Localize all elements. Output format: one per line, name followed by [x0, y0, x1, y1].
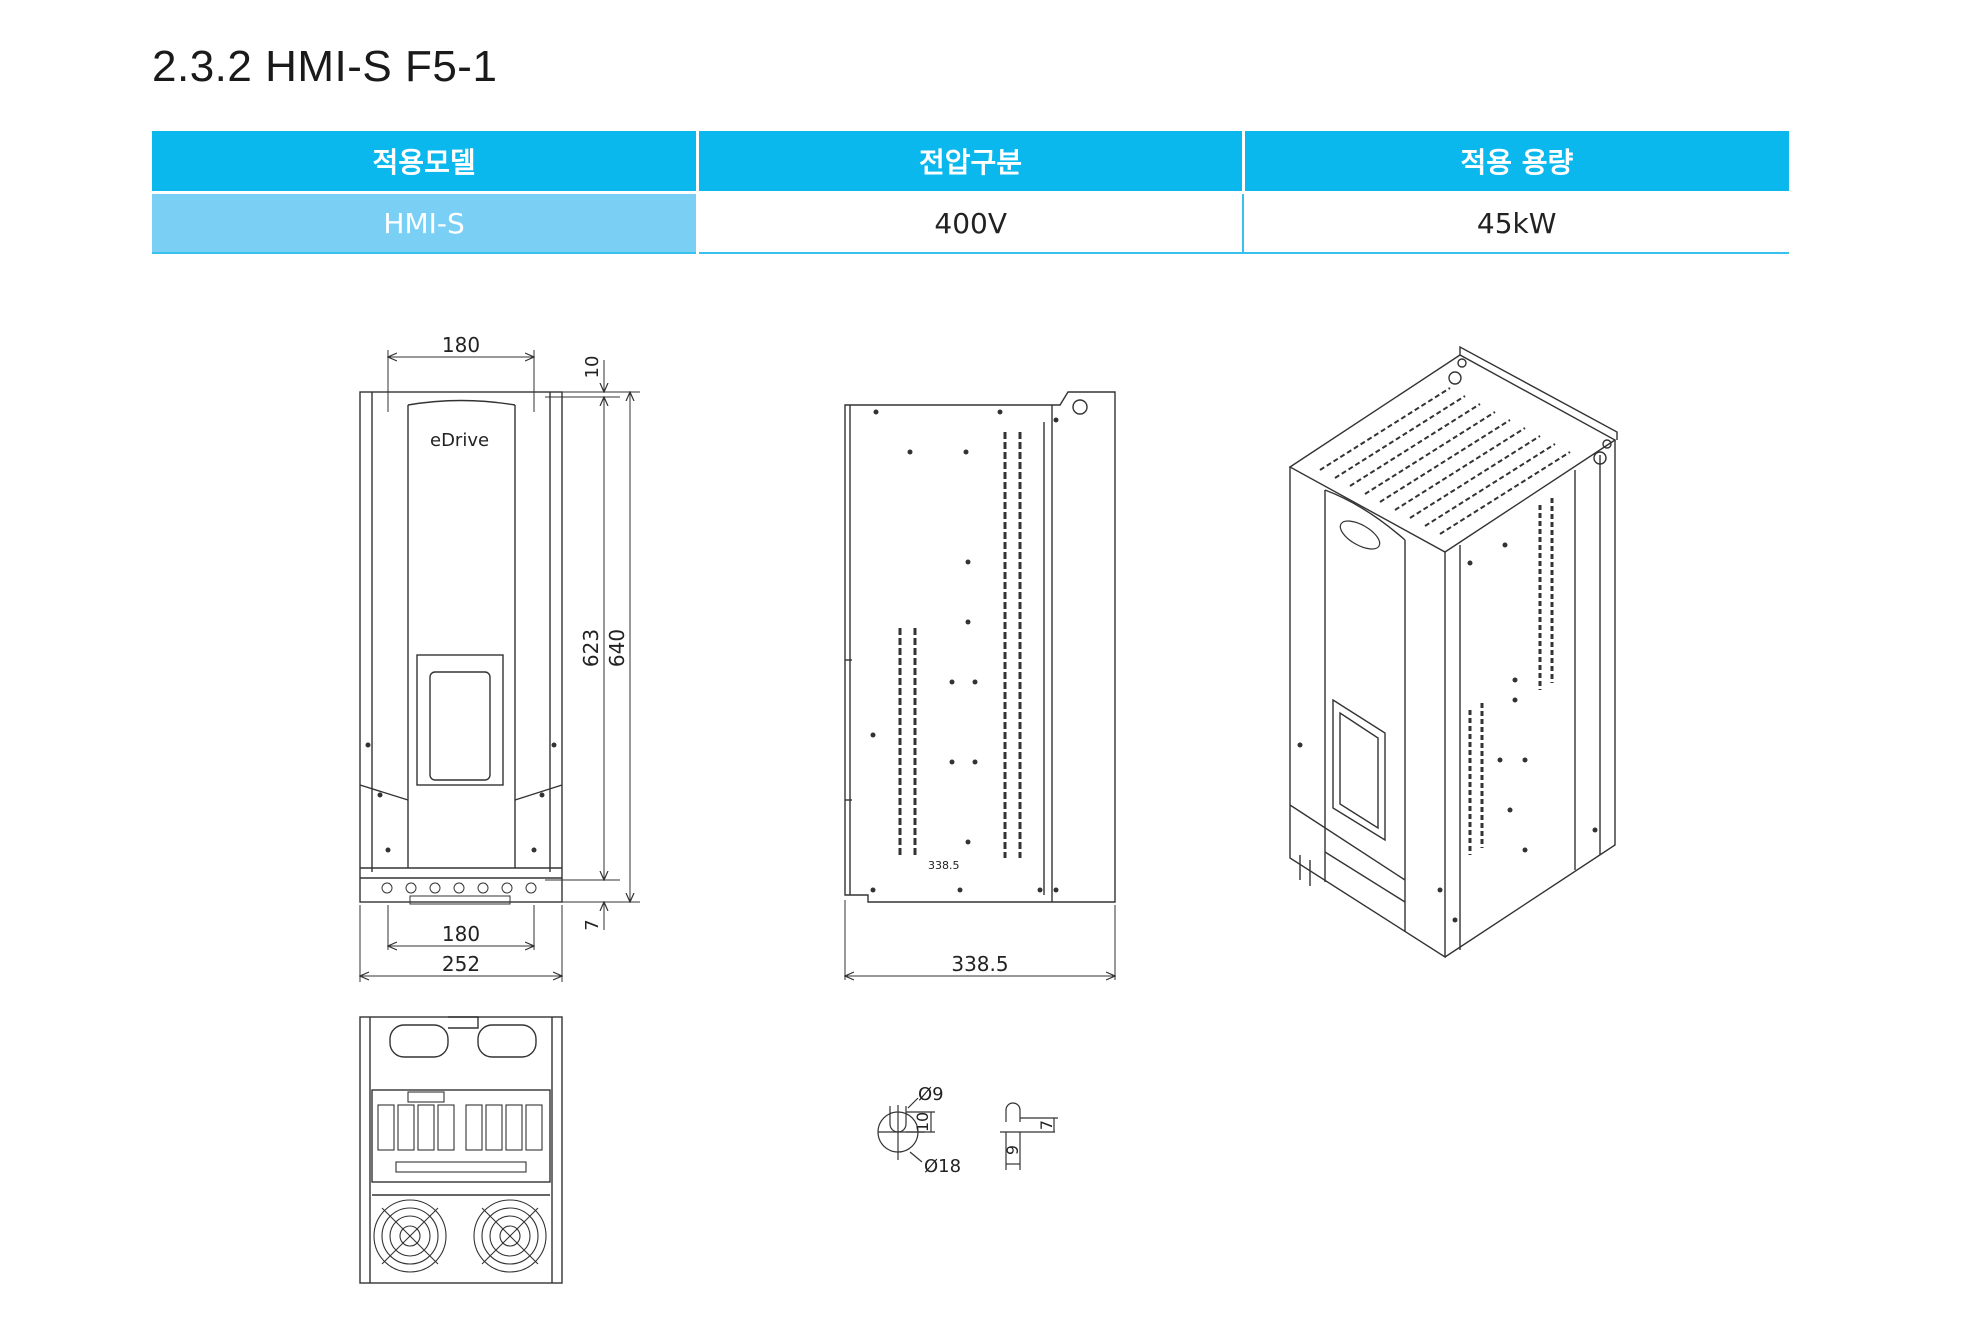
- hole-slot-width: Ø9: [918, 1084, 944, 1105]
- header-voltage: 전압구분: [697, 131, 1245, 193]
- dim-total-width: 252: [442, 952, 480, 976]
- hole-notch-width: 9: [1003, 1145, 1022, 1155]
- hole-head-diameter: Ø18: [924, 1156, 961, 1177]
- hole-notch-depth: 7: [1037, 1120, 1056, 1130]
- spec-header-row: 적용모델 전압구분 적용 용량: [152, 131, 1789, 193]
- header-model: 적용모델: [152, 131, 700, 193]
- dim-total-height: 640: [605, 629, 629, 667]
- side-dimension-lines: [845, 900, 1115, 980]
- front-dimension-lines: [360, 350, 640, 982]
- dim-top-width: 180: [442, 333, 480, 357]
- front-view: [359, 391, 563, 905]
- side-view: [844, 391, 1116, 903]
- bottom-view: [359, 1016, 563, 1284]
- spec-data-row: HMI-S 400V 45kW: [152, 191, 1789, 254]
- header-capacity: 적용 용량: [1243, 131, 1789, 193]
- dim-depth: 338.5: [951, 952, 1008, 976]
- spec-table: 적용모델 전압구분 적용 용량 HMI-S 400V 45kW: [152, 131, 1789, 254]
- hole-detail: [877, 1097, 1058, 1170]
- dim-mount-height: 623: [579, 629, 603, 667]
- dim-bottom-hole-width: 180: [442, 922, 480, 946]
- section-title: 2.3.2 HMI-S F5-1: [152, 42, 498, 91]
- side-inner-depth-label: 338.5: [928, 859, 960, 872]
- dim-top-offset: 10: [582, 356, 603, 379]
- cell-capacity: 45kW: [1243, 191, 1789, 254]
- dim-bottom-offset: 7: [582, 919, 603, 930]
- cell-voltage: 400V: [697, 191, 1245, 254]
- cell-model: HMI-S: [152, 191, 700, 254]
- brand-label: eDrive: [430, 430, 489, 451]
- hole-slot-height: 10: [913, 1112, 932, 1132]
- isometric-view: [1288, 345, 1618, 959]
